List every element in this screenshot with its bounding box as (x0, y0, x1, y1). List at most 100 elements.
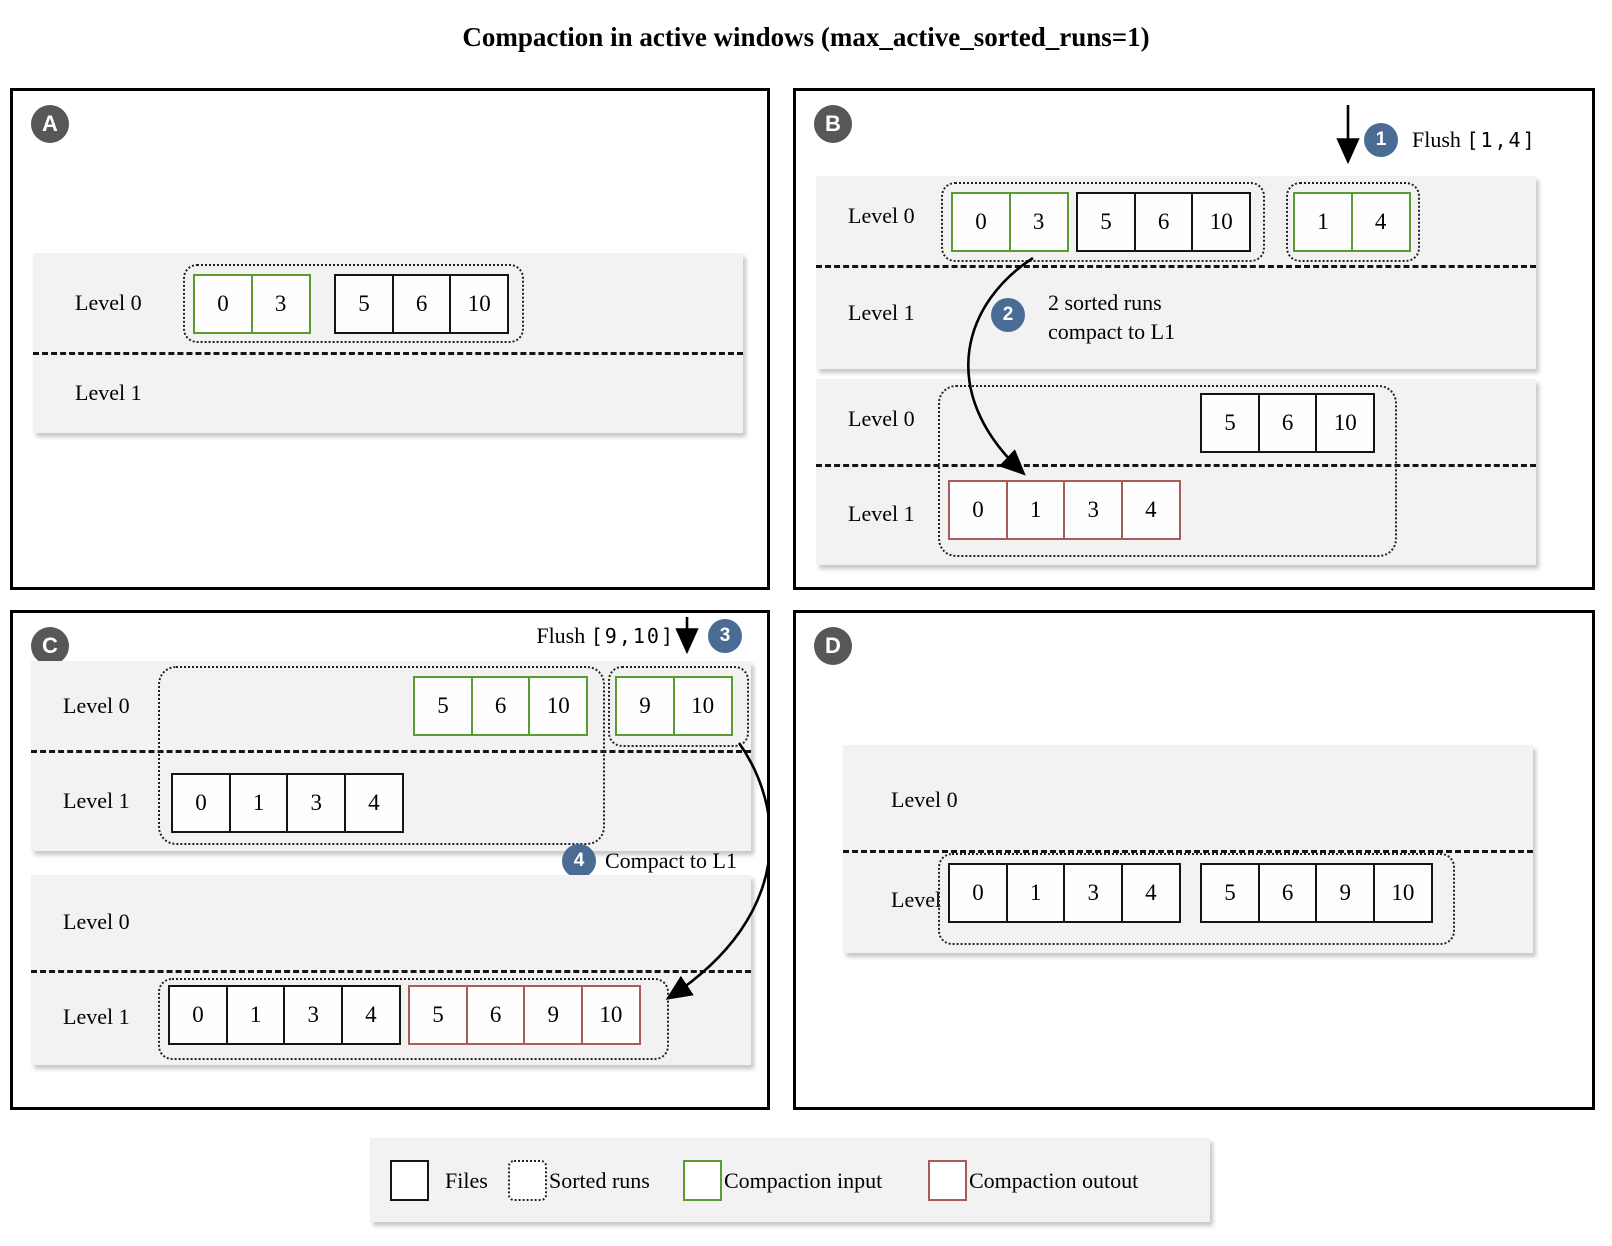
panel-c: C Flush [9,10] 3 Level 0 Level 1 5 6 10 … (10, 610, 770, 1110)
file-cell: 6 (1133, 192, 1194, 252)
compaction-output-swatch-icon (928, 1160, 967, 1201)
file-cell: 6 (465, 985, 526, 1045)
file-cell: 0 (193, 274, 253, 334)
level1-label: Level 1 (75, 380, 142, 405)
file-cell: 1 (1005, 480, 1066, 540)
run-5-6-9-10: 5 6 9 10 (408, 985, 641, 1045)
flush-word: Flush (1412, 127, 1461, 152)
flush-9-10-label: Flush [9,10] (493, 622, 675, 650)
file-cell: 3 (1063, 863, 1124, 923)
file-cell: 1 (1005, 863, 1066, 923)
run-0-3: 0 3 (951, 192, 1069, 252)
panel-b-badge: B (814, 105, 852, 143)
level0-label: Level 0 (63, 909, 130, 934)
run-5-6-10: 5 6 10 (1200, 393, 1376, 453)
level1-label: Level 1 (891, 887, 958, 912)
panel-b-band2: Level 0 Level 1 5 6 10 0 1 3 4 (816, 379, 1536, 565)
legend-label: Sorted runs (549, 1167, 650, 1193)
file-cell: 0 (171, 773, 231, 833)
level-divider (31, 750, 751, 753)
step-2-note: 2 sorted runs compact to L1 (1048, 288, 1175, 346)
flush-range: [9,10] (590, 624, 675, 648)
file-cell: 4 (1350, 192, 1411, 252)
compaction-input-swatch-icon (683, 1160, 722, 1201)
file-cell: 6 (391, 274, 452, 334)
level1-label: Level 1 (63, 788, 130, 813)
flush-1-4-label: Flush [1,4] (1412, 126, 1537, 154)
file-cell: 10 (528, 676, 589, 736)
panel-d-band: Level 0 Level 1 0 1 3 4 5 6 9 10 (843, 745, 1533, 953)
run-0-1-3-4: 0 1 3 4 (168, 985, 401, 1045)
file-cell: 4 (1120, 863, 1181, 923)
legend-item-compaction-output: Compaction outout (928, 1160, 1138, 1201)
step-1-circle: 1 (1364, 123, 1398, 157)
diagram-title: Compaction in active windows (max_active… (462, 22, 1150, 52)
step-3-circle: 3 (708, 619, 742, 653)
file-cell: 5 (1076, 192, 1136, 252)
file-cell: 9 (615, 676, 675, 736)
level0-label: Level 0 (63, 693, 130, 718)
panel-a-badge: A (31, 105, 69, 143)
level-divider (843, 850, 1533, 853)
file-cell: 5 (1200, 393, 1260, 453)
file-cell: 1 (228, 773, 289, 833)
file-cell: 3 (1063, 480, 1124, 540)
run-5-6-10: 5 6 10 (334, 274, 510, 334)
level-divider (31, 970, 751, 973)
step-4-circle: 4 (562, 844, 596, 878)
file-cell: 9 (1315, 863, 1376, 923)
file-cell: 3 (1008, 192, 1069, 252)
run-0-1-3-4: 0 1 3 4 (948, 480, 1181, 540)
file-cell: 10 (1191, 192, 1252, 252)
legend: Files Sorted runs Compaction input Compa… (370, 1138, 1210, 1222)
run-9-10: 9 10 (615, 676, 733, 736)
sorted-runs-container (938, 853, 1455, 945)
step-4-label: Compact to L1 (605, 848, 737, 873)
file-cell: 0 (951, 192, 1011, 252)
file-cell: 9 (523, 985, 584, 1045)
file-cell: 3 (286, 773, 347, 833)
file-cell: 0 (168, 985, 228, 1045)
panel-d-badge: D (814, 627, 852, 665)
legend-label: Compaction input (724, 1167, 883, 1193)
level1-label: Level 1 (63, 1004, 130, 1029)
file-cell: 4 (340, 985, 401, 1045)
panel-c-band2: Level 0 Level 1 0 1 3 4 5 6 9 10 (31, 875, 751, 1065)
sorted-runs-container (158, 666, 605, 845)
run-1-4: 1 4 (1293, 192, 1411, 252)
panel-b-band1: Level 0 Level 1 0 3 5 6 10 1 4 (816, 176, 1536, 369)
panel-c-band1: Level 0 Level 1 5 6 10 9 10 0 1 3 4 (31, 661, 751, 851)
file-cell: 10 (1372, 863, 1433, 923)
sorted-runs-container (938, 385, 1397, 557)
file-cell: 5 (408, 985, 468, 1045)
legend-label: Files (445, 1167, 488, 1193)
file-cell: 0 (948, 863, 1008, 923)
panel-d: D Level 0 Level 1 0 1 3 4 5 6 9 10 (793, 610, 1595, 1110)
run-5-6-9-10: 5 6 9 10 (1200, 863, 1433, 923)
legend-item-compaction-input: Compaction input (683, 1160, 882, 1201)
flushed-run-container (1286, 182, 1420, 262)
step-2-circle: 2 (991, 298, 1025, 332)
panel-c-badge: C (31, 627, 69, 665)
legend-item-sorted-runs: Sorted runs (508, 1160, 650, 1201)
run-0-1-3-4: 0 1 3 4 (171, 773, 404, 833)
flush-range: [1,4] (1466, 128, 1537, 152)
file-cell: 5 (334, 274, 394, 334)
level-divider (816, 464, 1536, 467)
level0-label: Level 0 (891, 787, 958, 812)
file-cell: 5 (413, 676, 473, 736)
file-cell: 10 (580, 985, 641, 1045)
file-cell: 6 (470, 676, 531, 736)
file-cell: 4 (343, 773, 404, 833)
file-cell: 4 (1120, 480, 1181, 540)
sorted-runs-container (183, 264, 524, 343)
file-cell: 10 (1315, 393, 1376, 453)
panel-a-band: Level 0 Level 1 0 3 5 6 10 (33, 253, 743, 433)
level-divider (816, 265, 1536, 268)
file-cell: 3 (283, 985, 344, 1045)
level0-label: Level 0 (75, 290, 142, 315)
note-line-1: 2 sorted runs (1048, 290, 1162, 315)
panel-a: A Level 0 Level 1 0 3 5 6 10 (10, 88, 770, 590)
run-0-3: 0 3 (193, 274, 311, 334)
file-cell: 1 (1293, 192, 1353, 252)
